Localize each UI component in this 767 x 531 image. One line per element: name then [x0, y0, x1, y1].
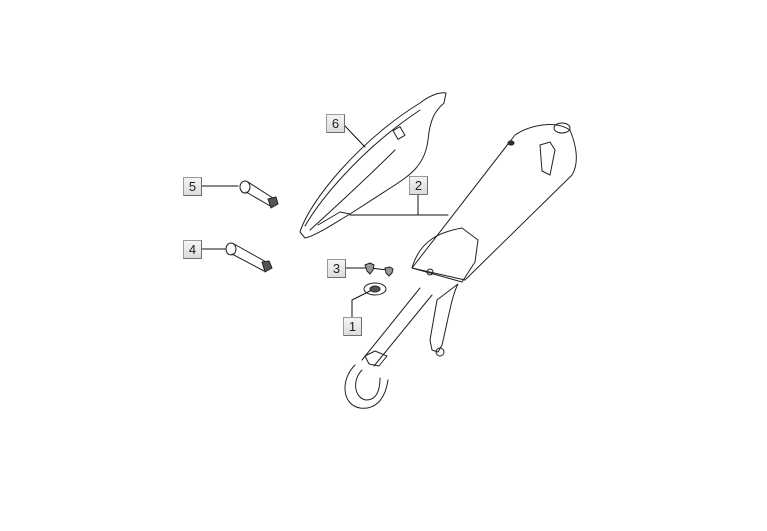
leader-lines — [201, 124, 449, 319]
callout-2[interactable]: 2 — [409, 176, 428, 195]
muffler-2-drawing — [344, 122, 577, 409]
bolt-5-drawing — [239, 180, 279, 209]
callout-5[interactable]: 5 — [183, 177, 202, 196]
callout-3[interactable]: 3 — [327, 259, 346, 278]
screws-3-drawing — [364, 262, 394, 277]
heat-shield-6-drawing — [299, 92, 447, 239]
callout-6[interactable]: 6 — [326, 114, 345, 133]
bolt-4-drawing — [225, 242, 273, 273]
callout-4[interactable]: 4 — [183, 240, 202, 259]
gasket-1-drawing — [363, 282, 387, 296]
callout-1[interactable]: 1 — [343, 317, 362, 336]
